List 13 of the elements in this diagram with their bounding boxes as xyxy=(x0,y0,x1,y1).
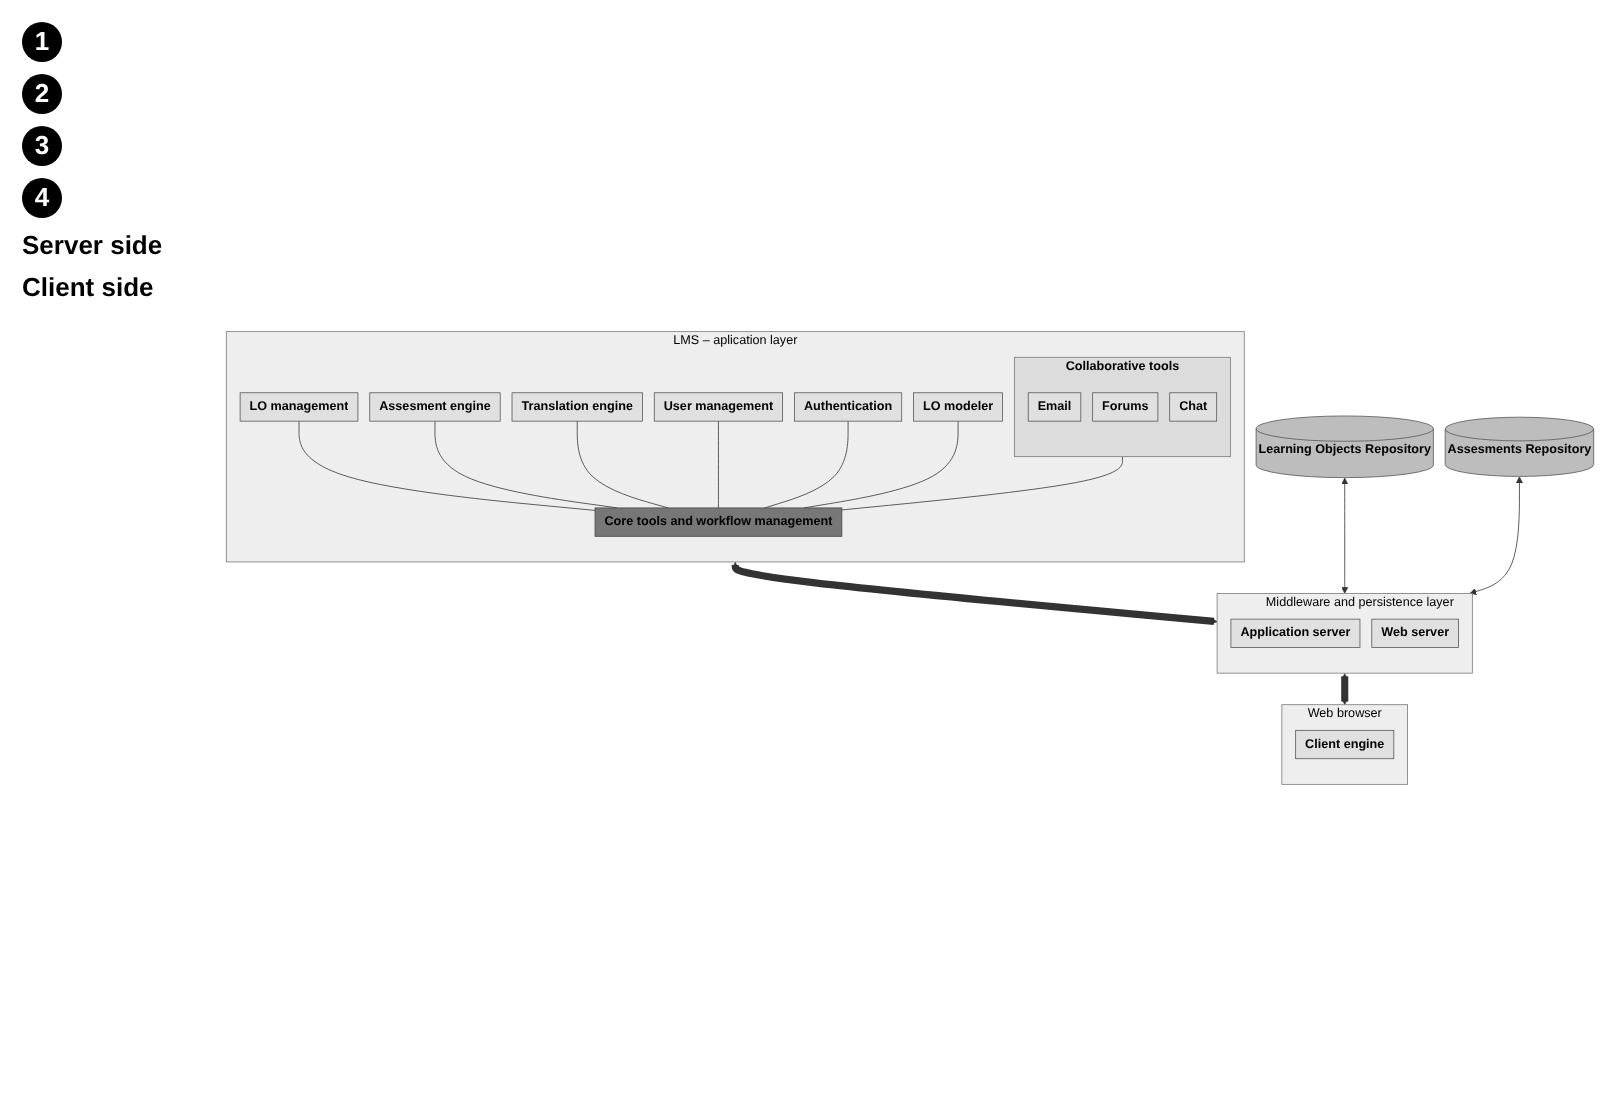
connector xyxy=(576,420,669,509)
connector xyxy=(841,456,1123,511)
side-label: Client side xyxy=(22,272,154,302)
connector xyxy=(764,420,849,509)
connector xyxy=(718,420,719,509)
callout-number: 1 xyxy=(22,22,62,62)
callout-number: 3 xyxy=(22,126,62,166)
connector xyxy=(298,420,596,511)
arrow xyxy=(1341,673,1349,705)
side-label: Server side xyxy=(22,230,163,260)
callout-number: 4 xyxy=(22,178,62,218)
arrow xyxy=(731,561,1218,625)
callout-number: 2 xyxy=(22,74,62,114)
